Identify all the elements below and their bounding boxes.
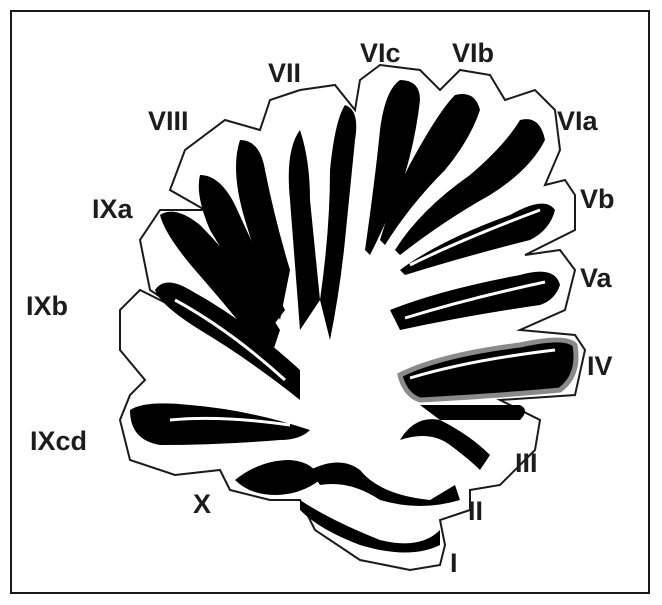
label-Va: Va xyxy=(580,263,613,293)
label-VII: VII xyxy=(268,58,301,88)
label-IXcd: IXcd xyxy=(30,426,87,456)
label-VIa: VIa xyxy=(557,106,599,136)
label-Vb: Vb xyxy=(580,184,615,214)
label-X: X xyxy=(193,489,211,519)
label-VIII: VIII xyxy=(148,106,189,136)
label-VIc: VIc xyxy=(360,38,401,68)
label-IXb: IXb xyxy=(26,291,68,321)
label-VIb: VIb xyxy=(452,38,494,68)
label-IXa: IXa xyxy=(92,194,134,224)
label-III: III xyxy=(515,448,538,478)
label-IV: IV xyxy=(587,351,613,381)
label-I: I xyxy=(450,548,458,578)
label-II: II xyxy=(468,496,483,526)
